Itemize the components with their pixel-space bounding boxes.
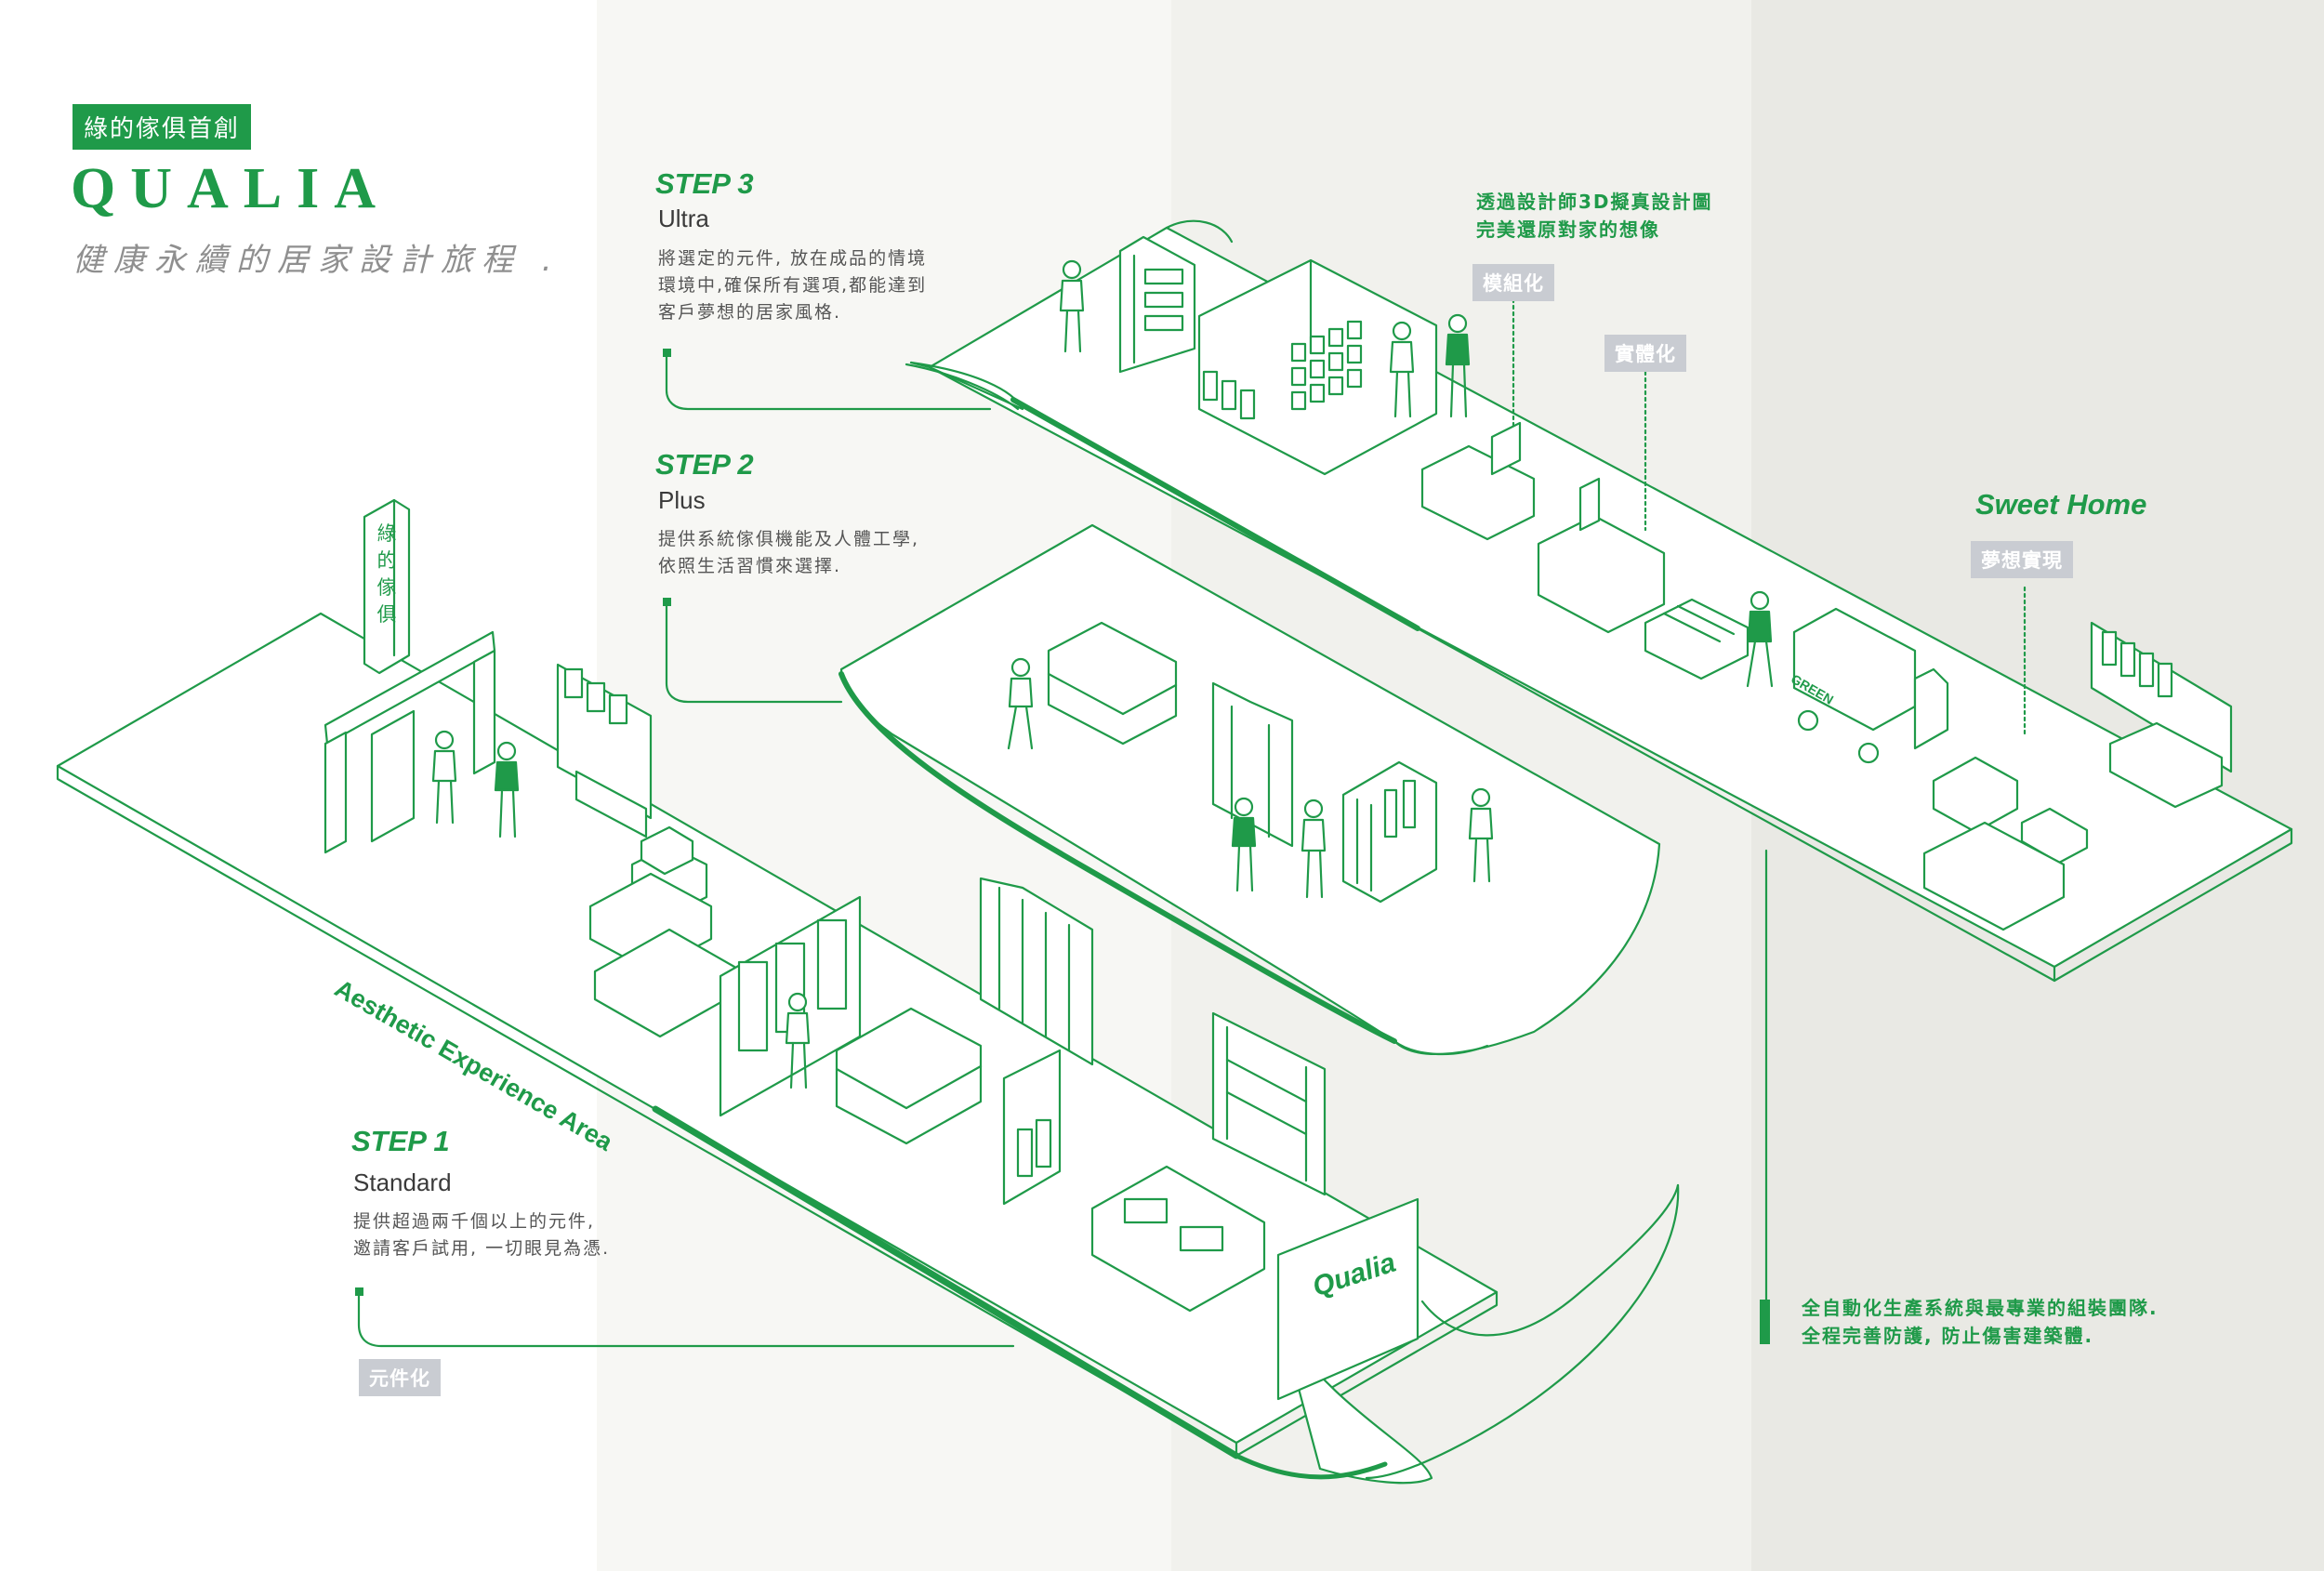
step3-title: STEP 3 <box>655 167 754 200</box>
step2-title: STEP 2 <box>655 448 754 481</box>
designer-note: 透過設計師3D擬真設計圖 完美還原對家的想像 <box>1476 191 1713 241</box>
brand-badge: 綠的傢俱首創 <box>73 104 252 150</box>
step2-furniture <box>1047 621 1438 904</box>
people <box>431 259 1774 1089</box>
step3-furniture <box>1118 235 2233 931</box>
step1-description: 提供超過兩千個以上的元件, 邀請客戶試用, 一切眼見為憑. <box>353 1211 611 1259</box>
tag-modular: 模組化 <box>1472 264 1554 301</box>
connector-lines <box>357 297 2027 1348</box>
step2-name: Plus <box>658 486 706 514</box>
tag-component: 元件化 <box>359 1359 441 1396</box>
step1-name: Standard <box>353 1168 452 1196</box>
tag-physical: 實體化 <box>1604 335 1686 372</box>
step2-description: 提供系統傢俱機能及人體工學, 依照生活習慣來選擇. <box>658 529 920 576</box>
brand-title: QUALIA <box>71 157 391 220</box>
connector-markers <box>355 349 1770 1344</box>
step1-furniture <box>324 498 1419 1401</box>
sweet-home-label: Sweet Home <box>1975 488 2147 521</box>
production-note: 全自動化生產系統與最專業的組裝團隊. 全程完善防護, 防止傷害建築體. <box>1802 1297 2159 1347</box>
step3-description: 將選定的元件, 放在成品的情境 環境中,確保所有選項,都能達到 客戶夢想的居家風… <box>658 248 928 323</box>
brand-subtitle: 健康永續的居家設計旅程 . <box>73 242 561 279</box>
tag-dream: 夢想實現 <box>1971 541 2073 578</box>
sign-text: 綠的傢俱 <box>376 522 397 626</box>
step1-title: STEP 1 <box>351 1125 450 1157</box>
step3-name: Ultra <box>658 205 709 232</box>
